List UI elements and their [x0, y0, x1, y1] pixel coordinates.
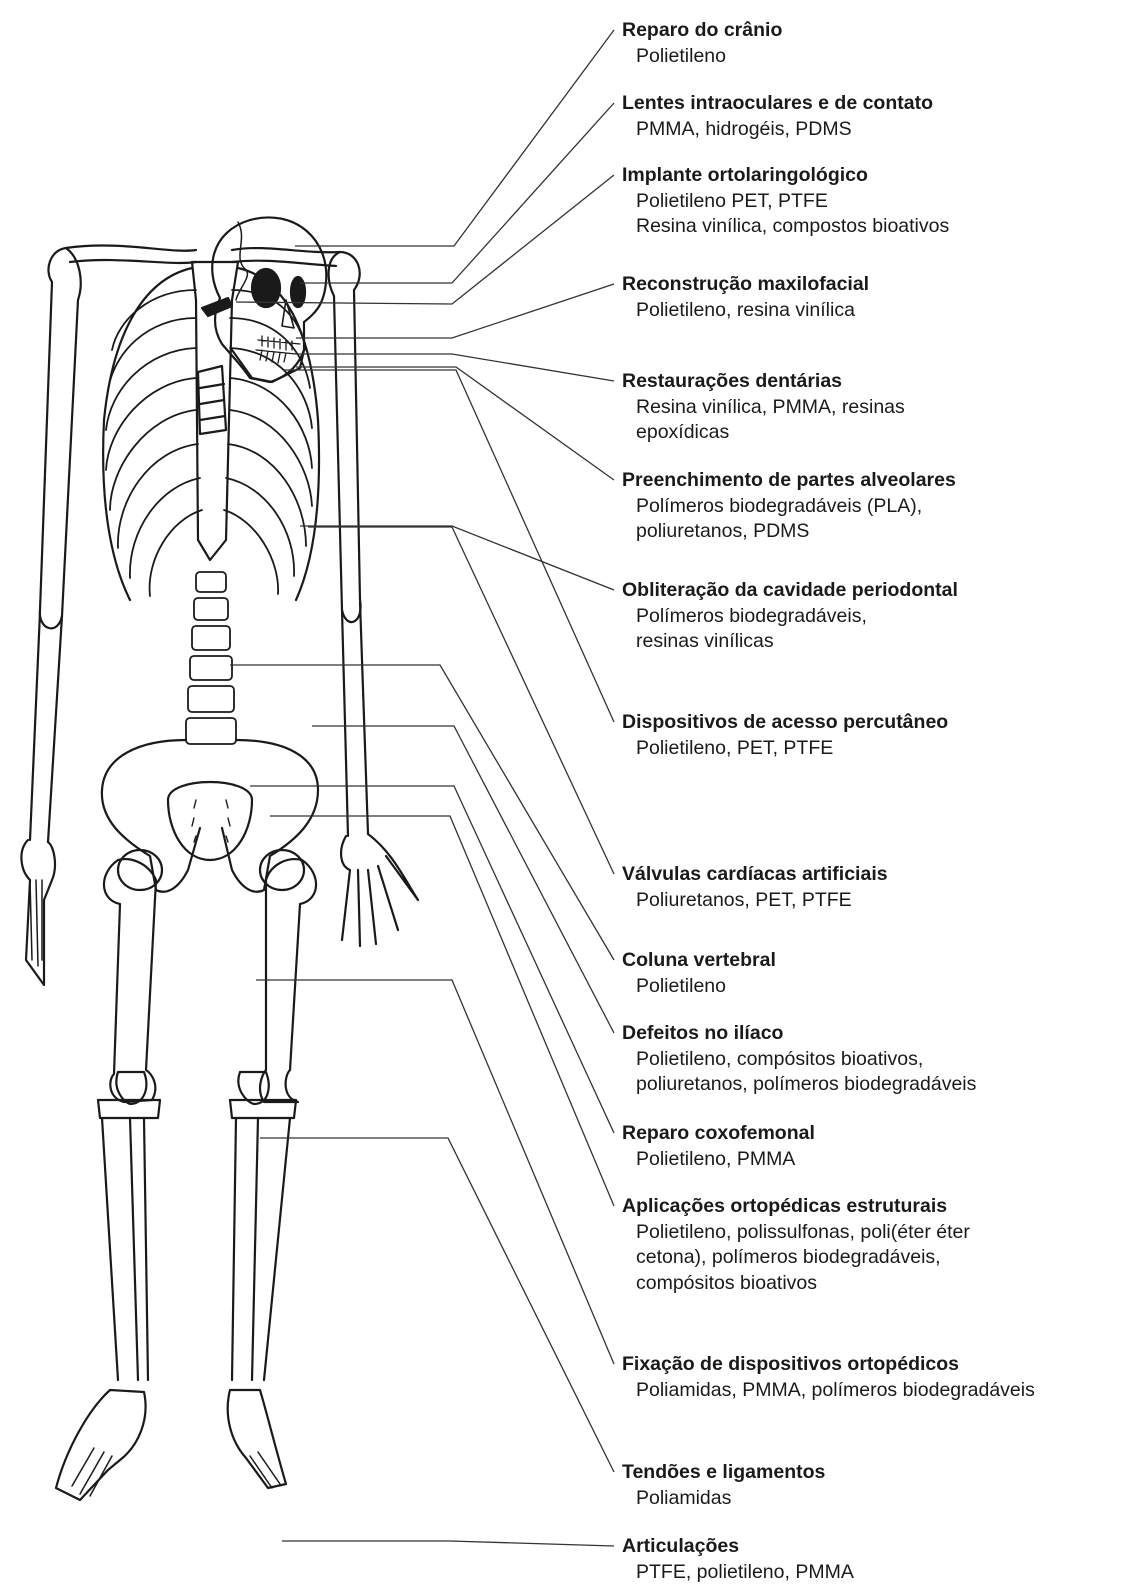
lumbar-spine — [186, 572, 236, 744]
annotation-title: Restaurações dentárias — [622, 369, 1137, 395]
annotation-materials: Polietileno, PET, PTFE — [622, 736, 1137, 762]
annotation-materials: Poliamidas, PMMA, polímeros biodegradáve… — [622, 1378, 1137, 1404]
leader-line — [250, 786, 614, 1133]
annotation-title: Implante ortolaringológico — [622, 163, 1137, 189]
cheekbone — [202, 298, 232, 316]
humerus-left — [40, 248, 81, 628]
annotation-title: Defeitos no ilíaco — [622, 1021, 1137, 1047]
annotation-materials: Polietileno, polissulfonas, poli(éter ét… — [622, 1220, 1137, 1297]
leader-line — [230, 665, 614, 960]
forearm-right — [342, 602, 368, 836]
leader-line — [260, 1138, 614, 1472]
foot-left — [56, 1390, 146, 1500]
annotation-materials: Polietileno PET, PTFE Resina vinílica, c… — [622, 189, 1137, 240]
leader-line — [282, 1541, 614, 1546]
annotation-materials: Poliamidas — [622, 1486, 1137, 1512]
tibia-right — [232, 1118, 290, 1380]
mandible — [232, 350, 304, 382]
annotation-materials: Polietileno, resina vinílica — [622, 298, 1137, 324]
femur-left — [104, 859, 156, 1102]
annotation-title: Válvulas cardíacas artificiais — [622, 862, 1137, 888]
leader-line — [296, 367, 614, 480]
ribs — [106, 290, 312, 596]
annotation-title: Reparo do crânio — [622, 18, 1137, 44]
leader-line — [270, 816, 614, 1206]
clavicle-right — [232, 248, 340, 252]
annotation-materials: PTFE, polietileno, PMMA — [622, 1560, 1137, 1585]
annotation-title: Tendões e ligamentos — [622, 1460, 1137, 1486]
tibia-left — [102, 1118, 148, 1380]
sacrum — [168, 782, 252, 860]
hand-left-fingers — [30, 880, 42, 966]
clavicle-right-lower — [232, 261, 336, 266]
skeleton-figure — [21, 217, 418, 1500]
annotation-materials: Polímeros biodegradáveis, resinas viníli… — [622, 604, 1137, 655]
humerus-right — [329, 252, 361, 622]
annotation-materials: Resina vinílica, PMMA, resinas epoxídica… — [622, 395, 1137, 446]
foot-right — [228, 1390, 286, 1488]
hand-right — [341, 834, 418, 946]
annotation-materials: Polímeros biodegradáveis (PLA), poliuret… — [622, 494, 1137, 545]
annotation-title: Lentes intraoculares e de contato — [622, 91, 1137, 117]
annotation-title: Aplicações ortopédicas estruturais — [622, 1194, 1137, 1220]
annotation-materials: PMMA, hidrogéis, PDMS — [622, 117, 1137, 143]
annotation-materials: Polietileno — [622, 44, 1137, 70]
clavicle-left — [66, 245, 196, 250]
annotation-materials: Polietileno — [622, 974, 1137, 1000]
leader-line — [296, 284, 614, 338]
pelvis-left — [102, 740, 200, 892]
annotation-title: Obliteração da cavidade periodontal — [622, 578, 1137, 604]
teeth-lower — [256, 350, 296, 363]
leader-line — [300, 526, 614, 590]
cervical-spine — [198, 366, 226, 434]
annotation-materials: Polietileno, compósitos bioativos, poliu… — [622, 1047, 1137, 1098]
leader-lines — [230, 30, 614, 1546]
annotation-materials: Poliuretanos, PET, PTFE — [622, 888, 1137, 914]
forearm-left — [30, 612, 62, 842]
annotation-title: Reparo coxofemonal — [622, 1121, 1137, 1147]
annotation-materials: Polietileno, PMMA — [622, 1147, 1137, 1173]
annotation-title: Articulações — [622, 1534, 1137, 1560]
annotation-title: Preenchimento de partes alveolares — [622, 468, 1137, 494]
leader-line — [300, 103, 614, 283]
leader-line — [256, 980, 614, 1364]
clavicle-left-lower — [70, 260, 196, 263]
annotation-title: Coluna vertebral — [622, 948, 1137, 974]
annotation-title: Dispositivos de acesso percutâneo — [622, 710, 1137, 736]
leader-line — [284, 370, 614, 722]
annotation-title: Fixação de dispositivos ortopédicos — [622, 1352, 1137, 1378]
annotation-title: Reconstrução maxilofacial — [622, 272, 1137, 298]
